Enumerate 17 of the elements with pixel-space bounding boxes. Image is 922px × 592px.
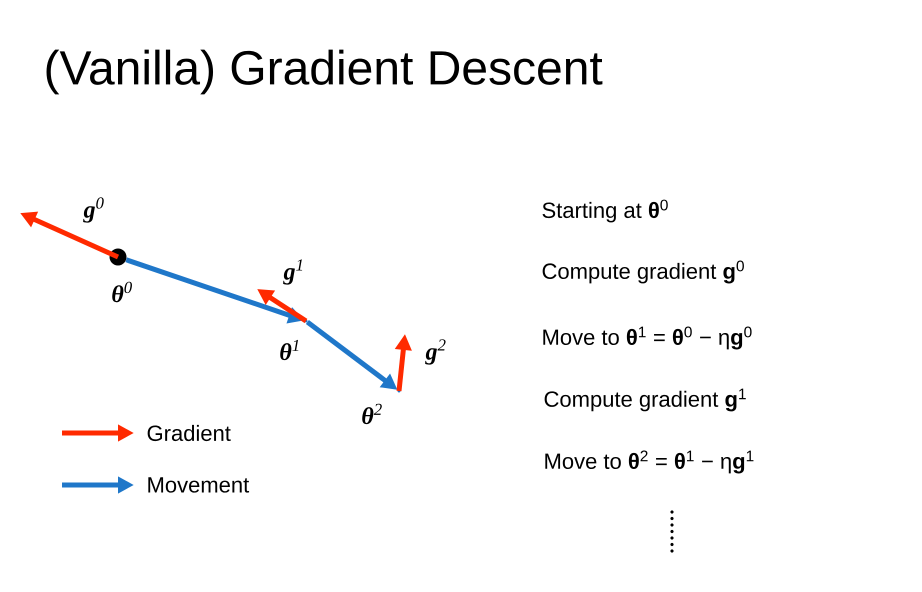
step-text: Compute gradient g$^{1}$ <box>544 388 746 412</box>
dot <box>110 248 126 266</box>
step-text: Move to θ$^{2}$ = θ$^{1}$ − ηg$^{1}$ <box>545 450 754 474</box>
point-label: θ$^{0}$ <box>112 282 132 302</box>
title: (Vanilla) Gradient Descent <box>46 50 602 94</box>
point <box>398 389 400 392</box>
step-text: Compute gradient g$^{0}$ <box>542 260 744 284</box>
edge-label: g$^{0}$ <box>83 197 104 223</box>
point <box>304 320 308 322</box>
legend-label: Movement <box>148 477 250 493</box>
legend-label: Gradient <box>148 424 231 442</box>
edge-label: g$^{2}$ <box>425 339 446 365</box>
step-text: Starting at θ$^{0}$ <box>542 200 668 222</box>
step-text: Move to θ$^{1}$ = θ$^{0}$ − ηg$^{0}$ <box>543 326 752 350</box>
point-label: θ$^{2}$ <box>362 404 382 424</box>
point-label: θ$^{1}$ <box>280 340 298 360</box>
edge-label: g$^{1}$ <box>283 259 302 285</box>
